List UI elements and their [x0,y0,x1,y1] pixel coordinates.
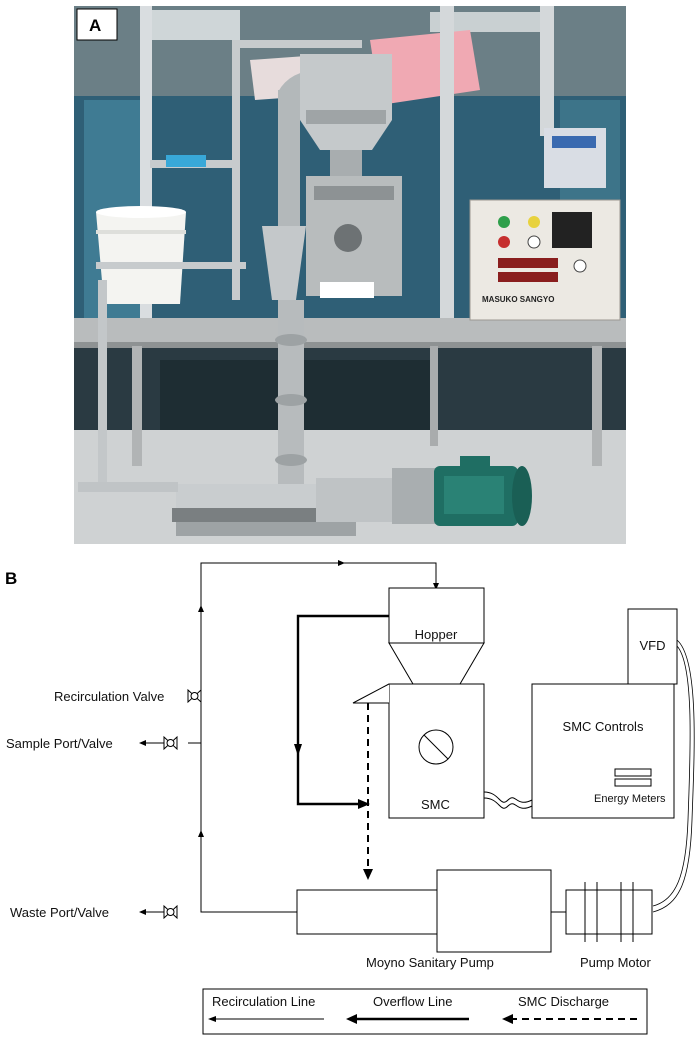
legend-recirculation-arrow [208,1016,216,1022]
panel-b-label: B [5,569,17,588]
overflow-line [296,614,389,806]
legend-overflow-arrow [346,1014,357,1024]
vfd-label: VFD [640,638,666,653]
sample-valve-icon [163,735,178,751]
waste-valve-icon [163,904,178,920]
waste-valve-label: Waste Port/Valve [10,905,109,920]
pump-motor-block [551,882,653,942]
sample-valve-label: Sample Port/Valve [6,736,113,751]
energy-meters-label: Energy Meters [594,793,666,805]
smc-controls-block [531,683,675,819]
vfd-block [627,608,678,685]
smc-block [352,683,485,819]
vfd-cable-inner [652,645,691,907]
legend-overflow-label: Overflow Line [373,994,452,1009]
panel-a-label: A [89,16,101,35]
smc-discharge-arrow [363,869,373,880]
smc-label: SMC [421,797,450,812]
legend-recirculation-label: Recirculation Line [212,994,315,1009]
brand-text: MASUKO SANGYO [482,295,554,304]
panel-a-photo: MASUKO SANGYO [74,6,626,544]
overflow-arrow-down [294,744,302,756]
panel-a-label-box [76,8,118,41]
recirculation-arrows [139,560,439,915]
legend-discharge-label: SMC Discharge [518,994,609,1009]
vfd-cable-outer [652,639,695,913]
smc-cable [483,791,533,809]
pump-motor-label: Pump Motor [580,955,651,970]
pump-block [296,869,552,953]
recirculation-valve-label: Recirculation Valve [54,689,164,704]
smc-controls-label: SMC Controls [563,719,644,734]
legend-box [202,988,648,1035]
legend-discharge-arrow [502,1014,513,1024]
pump-label: Moyno Sanitary Pump [366,955,494,970]
overflow-arrow-right [358,799,370,809]
hopper-block [388,587,485,685]
hopper-label: Hopper [415,627,458,642]
recirculation-valve-icon [187,688,202,704]
